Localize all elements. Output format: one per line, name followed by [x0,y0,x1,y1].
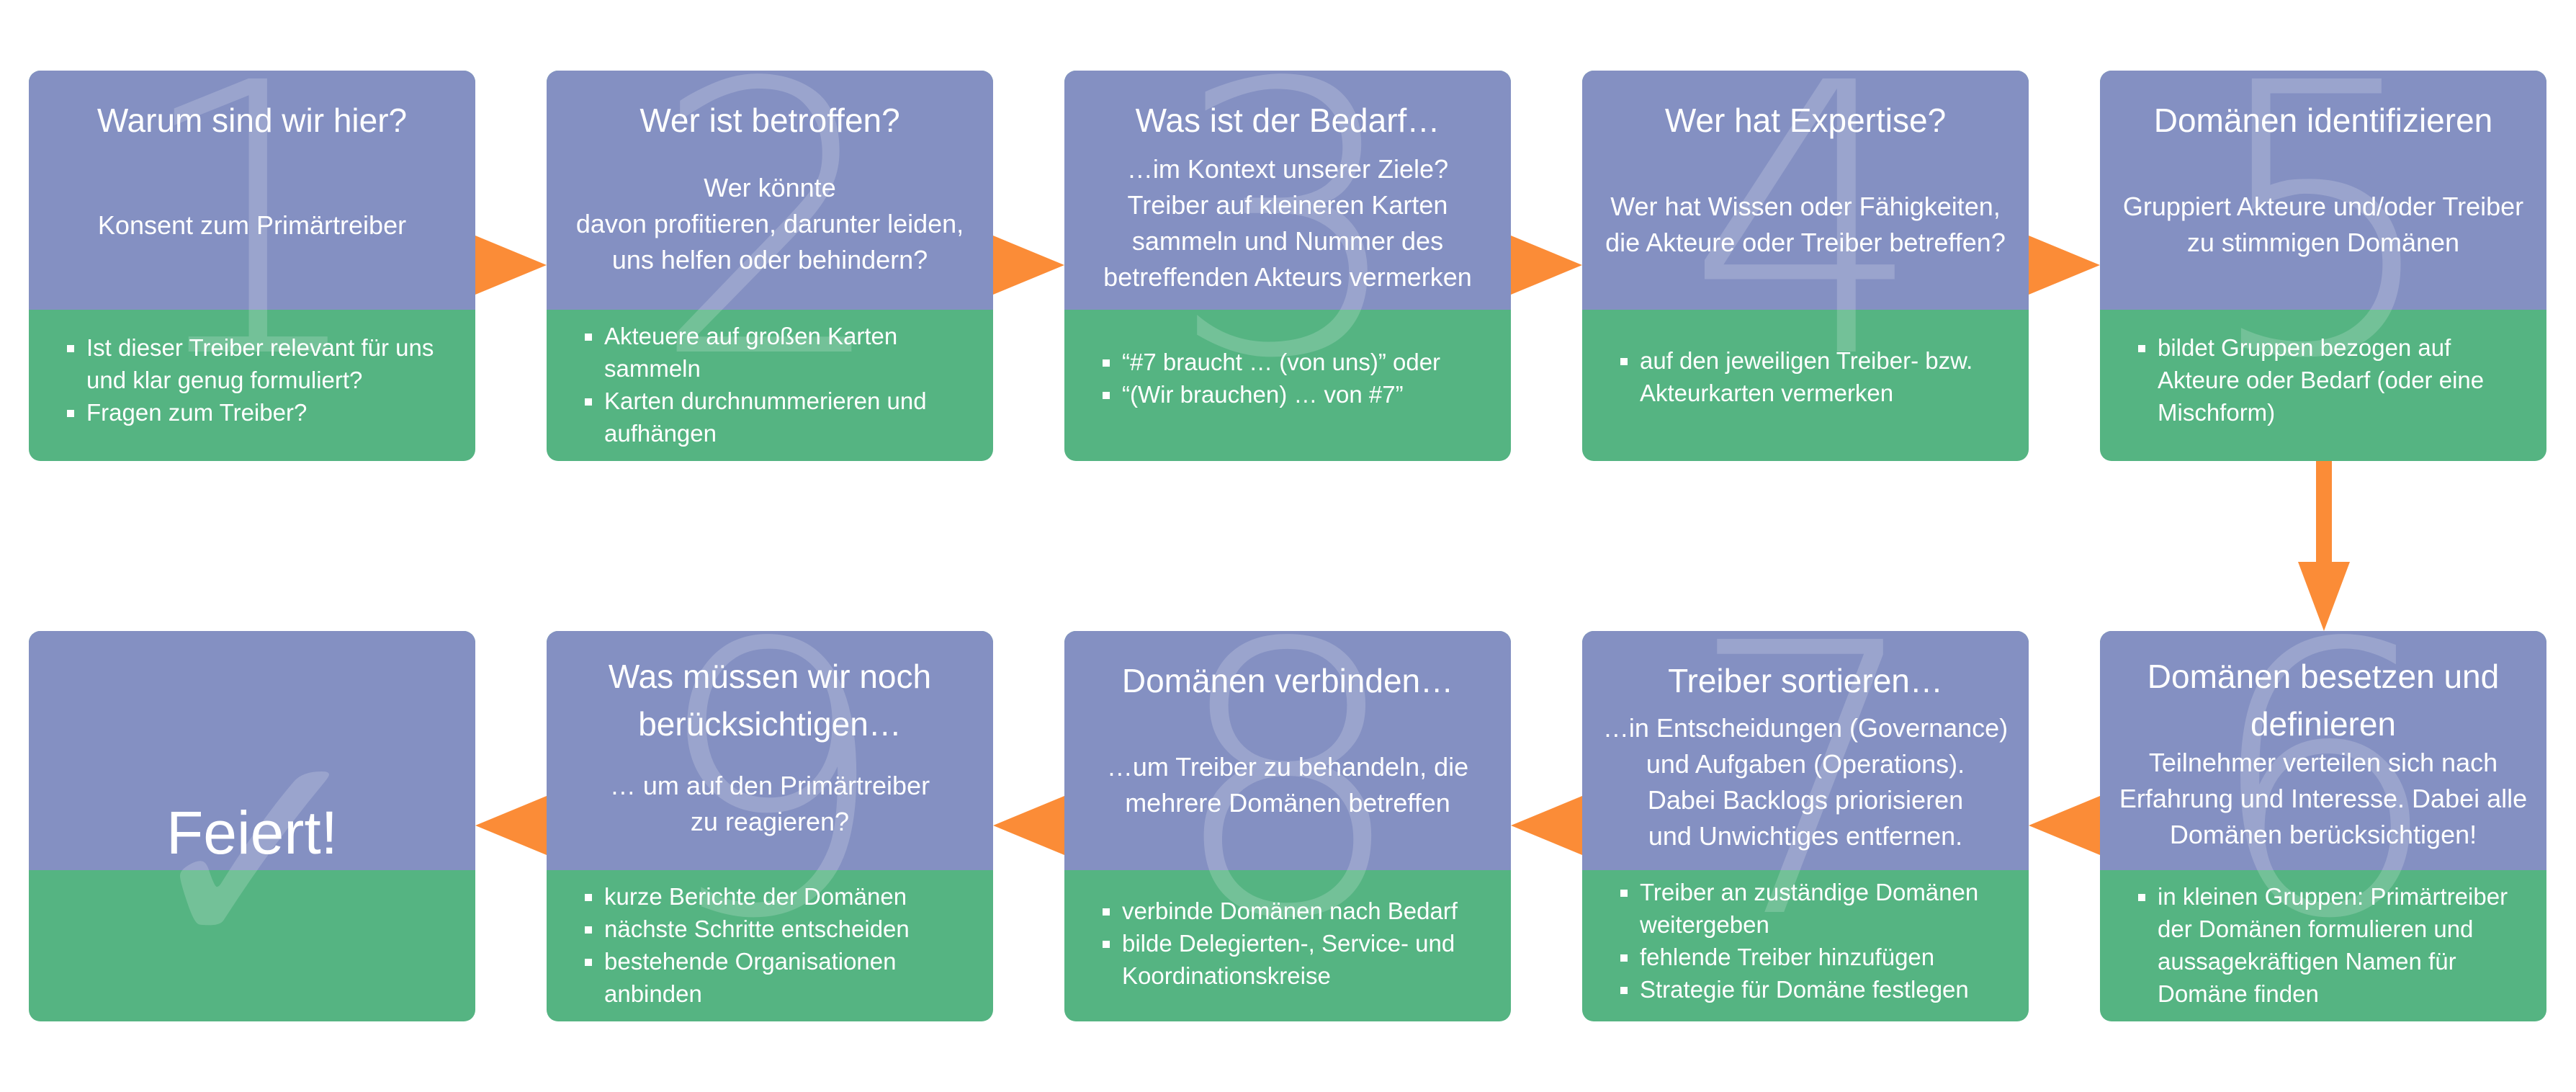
arrow-down-icon [2298,461,2350,631]
step-title: Domänen verbinden… [1121,662,1454,699]
final-card: ✓ Feiert! [29,631,475,1021]
step-card-3: 3 Was ist der Bedarf… …im Kontext unsere… [1064,71,1511,461]
step-description: …in Entscheidungen (Governance) und Aufg… [1602,713,2009,851]
step-card-1: 1 Warum sind wir hier? Konsent zum Primä… [29,71,475,461]
step-card-5: 5 Domänen identifizieren Gruppiert Akteu… [2100,71,2546,461]
bullet-item: bestehende Organisationen anbinden [604,945,971,1010]
card-header-area [1064,71,1511,310]
bullet-item: Ist dieser Treiber relevant für uns und … [86,331,454,396]
arrow-left-icon [2029,796,2100,855]
bullet-item: auf den jeweiligen Treiber- bzw. Akteurk… [1640,344,2007,409]
card-header-area [547,631,993,870]
arrow-right-icon [993,236,1064,295]
card-header-area [2100,631,2546,870]
step-bullets: Akteuere auf großen Karten sammeln Karte… [567,320,971,449]
step-card-8: 8 Domänen verbinden… …um Treiber zu beha… [1064,631,1511,1021]
step-description: Wer hat Wissen oder Fähigkeiten, die Akt… [1605,192,2006,257]
bullet-item: Karten durchnummerieren und aufhängen [604,385,971,449]
step-card-9: 9 Was müssen wir noch berücksichtigen… …… [547,631,993,1021]
step-bullets: kurze Berichte der Domänen nächste Schri… [567,880,971,1010]
arrow-left-icon [993,796,1064,855]
card-header-area [2100,71,2546,310]
final-celebrate-text: Feiert! [166,799,338,867]
step-bullets: auf den jeweiligen Treiber- bzw. Akteurk… [1602,344,2007,409]
card-header-area [1582,631,2029,870]
bullet-item: fehlende Treiber hinzufügen [1640,941,2007,973]
step-bullets: “#7 braucht … (von uns)” oder “(Wir brau… [1085,346,1489,411]
bullet-item: bildet Gruppen bezogen auf Akteure oder … [2158,331,2525,429]
step-title: Warum sind wir hier? [97,102,408,139]
bullet-item: verbinde Domänen nach Bedarf [1122,895,1489,927]
bullet-item: “(Wir brauchen) … von #7” [1122,378,1489,411]
step-title: Treiber sortieren… [1668,662,1943,699]
bullet-item: kurze Berichte der Domänen [604,880,971,913]
arrow-left-icon [475,796,547,855]
arrow-right-icon [2029,236,2100,295]
step-description: …um Treiber zu behandeln, die mehrere Do… [1106,752,1469,818]
step-bullets: Ist dieser Treiber relevant für uns und … [49,331,454,429]
step-description: Wer könnte davon profitieren, darunter l… [575,173,964,274]
step-card-2: 2 Wer ist betroffen? Wer könnte davon pr… [547,71,993,461]
bullet-item: in kleinen Gruppen: Primärtreiber der Do… [2158,880,2525,1010]
step-bullets: bildet Gruppen bezogen auf Akteure oder … [2120,331,2525,429]
bullet-item: bilde Delegierten-, Service- und Koordin… [1122,927,1489,992]
bullet-item: Akteuere auf großen Karten sammeln [604,320,971,385]
step-description: Gruppiert Akteure und/oder Treiber zu st… [2122,192,2524,257]
step-card-7: 7 Treiber sortieren… …in Entscheidungen … [1582,631,2029,1021]
step-description: Konsent zum Primärtreiber [97,210,407,240]
card-header-area [29,71,475,310]
step-title: Wer ist betroffen? [639,102,900,139]
step-title: Domänen besetzen und definieren [2147,658,2500,743]
step-description: Teilnehmer verteilen sich nach Erfahrung… [2119,748,2528,849]
bullet-item: Strategie für Domäne festlegen [1640,973,2007,1006]
step-card-6: 6 Domänen besetzen und definieren Teilne… [2100,631,2546,1021]
step-description: … um auf den Primärtreiber zu reagieren? [609,771,930,836]
step-title: Wer hat Expertise? [1664,102,1947,139]
step-bullets: in kleinen Gruppen: Primärtreiber der Do… [2120,880,2525,1010]
card-header-area [1064,631,1511,870]
card-header-area [1582,71,2029,310]
step-card-4: 4 Wer hat Expertise? Wer hat Wissen oder… [1582,71,2029,461]
bullet-item: “#7 braucht … (von uns)” oder [1122,346,1489,378]
bullet-item: Treiber an zuständige Domänen weitergebe… [1640,876,2007,941]
step-bullets: verbinde Domänen nach Bedarf bilde Deleg… [1085,895,1489,992]
step-description: …im Kontext unserer Ziele? Treiber auf k… [1103,154,1472,292]
arrow-right-icon [475,236,547,295]
step-title: Was ist der Bedarf… [1135,102,1440,139]
check-mark-icon: ✓ [137,686,379,1021]
bullet-item: Fragen zum Treiber? [86,396,454,429]
step-title: Domänen identifizieren [2153,102,2493,139]
step-bullets: Treiber an zuständige Domänen weitergebe… [1602,876,2007,1006]
card-header-area [547,71,993,310]
step-title: Was müssen wir noch berücksichtigen… [608,658,932,743]
bullet-item: nächste Schritte entscheiden [604,913,971,945]
card-header-area [29,631,475,870]
arrow-right-icon [1511,236,1582,295]
arrow-left-icon [1511,796,1582,855]
